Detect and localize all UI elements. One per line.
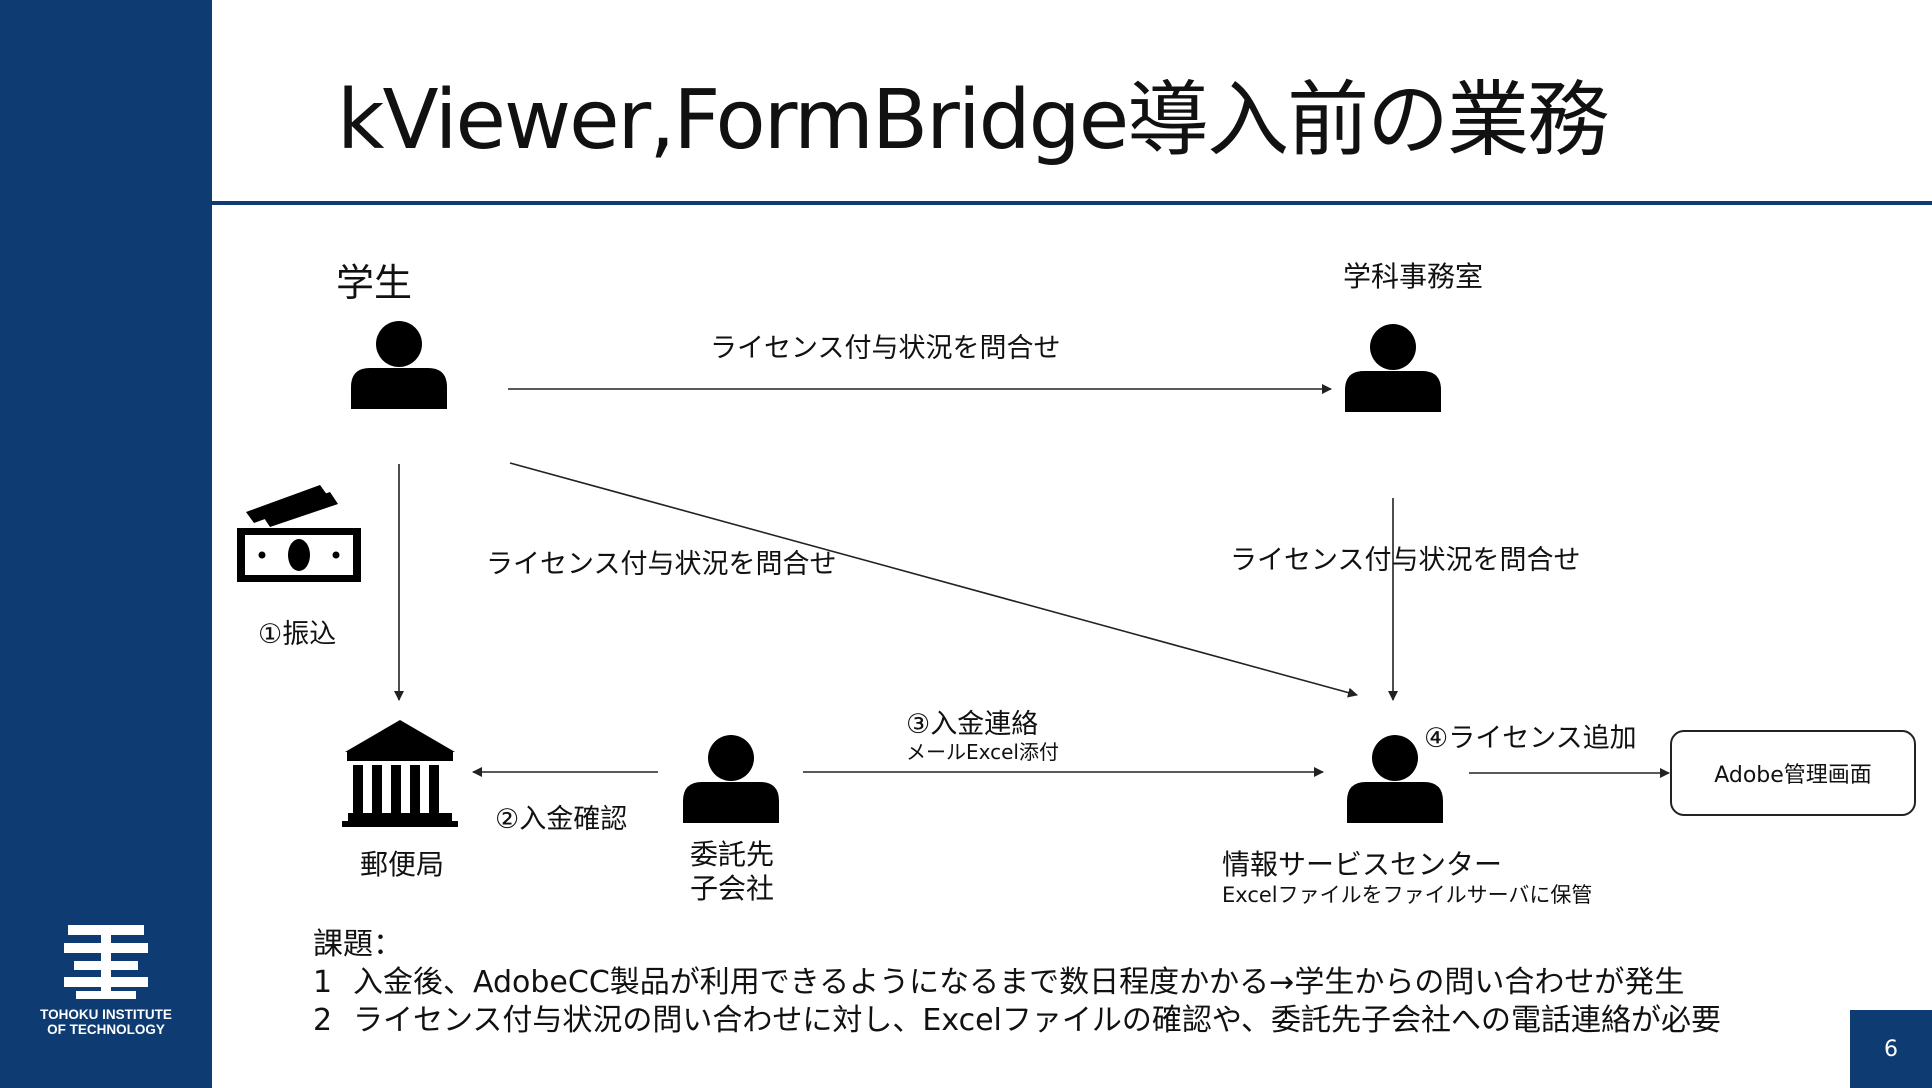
bank-icon <box>342 720 458 827</box>
logo-text-line1: TOHOKU INSTITUTE <box>40 1007 172 1022</box>
dept-office-person-icon <box>1345 324 1441 412</box>
institute-emblem-icon <box>64 925 148 999</box>
edge-label-payment-check: ②入金確認 <box>495 804 628 835</box>
issues-section: 課題： 1 入金後、AdobeCC製品が利用できるようになるまで数日程度かかる→学… <box>313 926 1721 1040</box>
issue-item: 1 入金後、AdobeCC製品が利用できるようになるまで数日程度かかる→学生からの… <box>313 964 1721 1002</box>
subsidiary-person-icon <box>683 735 779 823</box>
subsidiary-label-line2: 子会社 <box>690 872 775 905</box>
student-person-icon <box>351 321 447 409</box>
edge-label-license-add: ④ライセンス追加 <box>1424 723 1637 754</box>
node-label-subsidiary: 委託先 子会社 <box>690 838 774 906</box>
edge-label-student-to-office: ライセンス付与状況を問合せ <box>710 333 1061 364</box>
title-divider <box>212 201 1932 205</box>
subsidiary-label-line1: 委託先 <box>690 838 775 871</box>
edge-label-office-to-center: ライセンス付与状況を問合せ <box>1230 545 1581 576</box>
node-label-post-office: 郵便局 <box>360 848 445 881</box>
page-number: 6 <box>1850 1010 1932 1088</box>
logo-text-line2: OF TECHNOLOGY <box>47 1022 165 1037</box>
issue-text: ライセンス付与状況の問い合わせに対し、Excelファイルの確認や、委託先子会社へ… <box>353 1003 1721 1038</box>
node-label-student: 学生 <box>336 261 413 305</box>
cash-icon <box>237 485 361 582</box>
issue-number: 1 <box>313 965 333 1000</box>
issues-heading: 課題： <box>313 927 403 962</box>
slide-title: kViewer,FormBridge導入前の業務 <box>337 73 1609 168</box>
institute-logo: TOHOKU INSTITUTE OF TECHNOLOGY <box>40 925 172 1037</box>
edge-sublabel-payment-notice: メールExcel添付 <box>906 740 1059 764</box>
arrow-student-to-center <box>509 462 1358 698</box>
issue-text: 入金後、AdobeCC製品が利用できるようになるまで数日程度かかる→学生からの問… <box>353 965 1685 1000</box>
node-label-info-center: 情報サービスセンター <box>1222 848 1503 881</box>
issue-number: 2 <box>313 1003 333 1038</box>
node-label-dept-office: 学科事務室 <box>1343 260 1484 293</box>
edge-label-student-to-center: ライセンス付与状況を問合せ <box>486 549 837 580</box>
sidebar-band: TOHOKU INSTITUTE OF TECHNOLOGY <box>0 0 212 1088</box>
edge-label-transfer: ①振込 <box>258 619 337 650</box>
issue-item: 2 ライセンス付与状況の問い合わせに対し、Excelファイルの確認や、委託先子会社… <box>313 1002 1721 1040</box>
adobe-console-box: Adobe管理画面 <box>1670 730 1916 816</box>
node-sublabel-info-center: Excelファイルをファイルサーバに保管 <box>1222 883 1593 907</box>
edge-label-payment-notice: ③入金連絡 <box>906 709 1039 740</box>
